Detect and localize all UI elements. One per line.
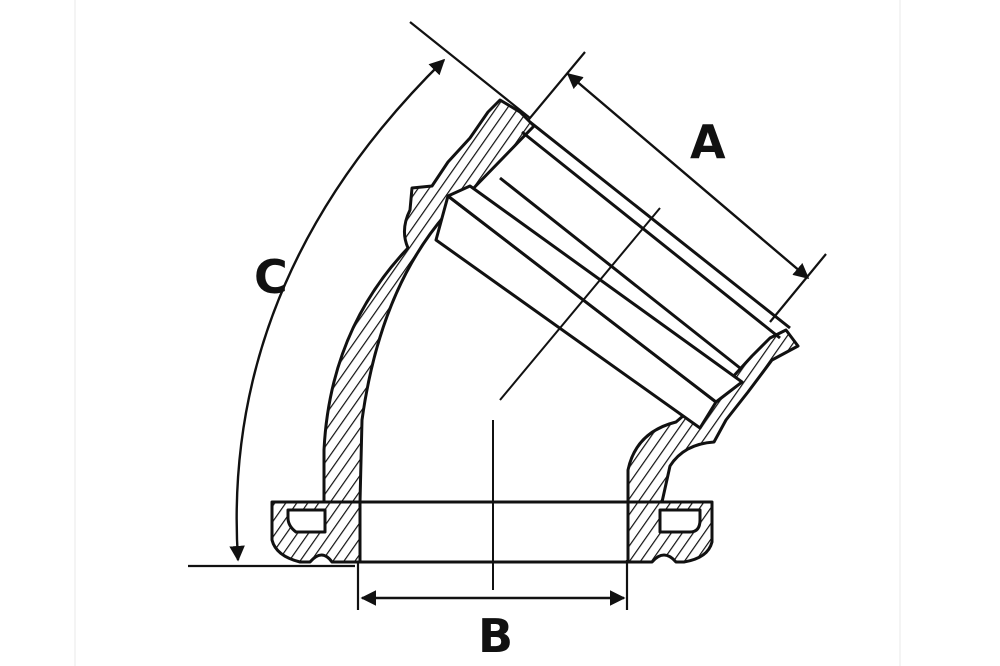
- c-extension-top: [409, 21, 531, 119]
- dimension-label-b: B: [478, 609, 513, 663]
- dimension-label-a: A: [690, 115, 726, 169]
- dimension-label-c: C: [254, 250, 288, 304]
- dimension-a-line: [566, 72, 810, 280]
- a-extension-bottom: [769, 253, 827, 323]
- dimension-c-arc: [229, 58, 446, 562]
- dimension-lines: [229, 58, 810, 606]
- inner-wall: [626, 328, 800, 504]
- right-flange: [626, 500, 714, 564]
- background-guides: [74, 0, 901, 666]
- inner-sleeve: [434, 184, 744, 430]
- extension-lines: [188, 21, 827, 610]
- a-extension-top: [519, 51, 586, 131]
- left-flange: [270, 500, 362, 564]
